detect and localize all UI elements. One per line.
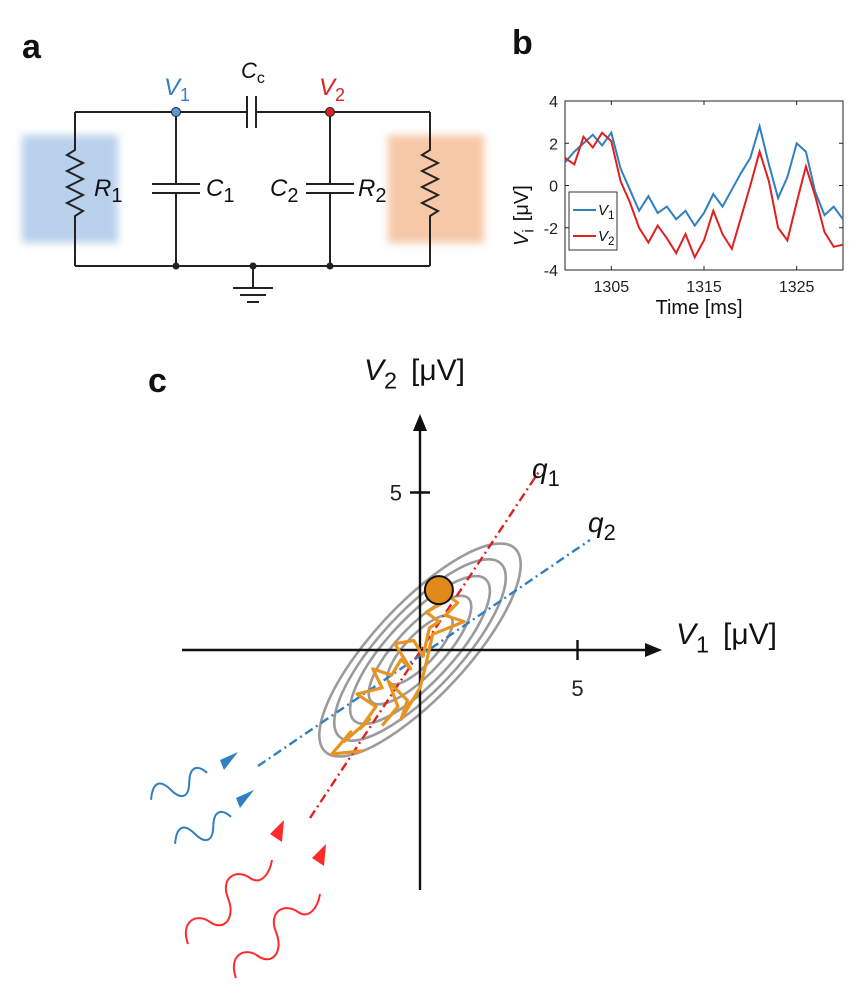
label-q2-sub: 2 xyxy=(604,520,616,545)
wavy-arrow-blue-1 xyxy=(150,766,208,800)
v2-tick-label: 5 xyxy=(390,481,402,506)
label-q1: q1 xyxy=(532,453,560,491)
series-line-V1 xyxy=(564,122,844,228)
y-tick-label: -4 xyxy=(544,263,558,280)
y-axis-label-sub: i xyxy=(521,229,538,232)
ground-symbol xyxy=(233,266,273,303)
arrowhead-blue-2 xyxy=(236,790,254,808)
label-v2: V2 xyxy=(319,74,345,105)
v1-axis-label-sub: 1 xyxy=(696,631,709,657)
y-tick-label: 0 xyxy=(549,179,558,196)
v1-axis-label-base: V xyxy=(676,618,699,651)
state-trajectory xyxy=(330,585,466,756)
y-axis-label: Vi [μV] xyxy=(511,185,538,246)
bath-orange xyxy=(388,135,484,243)
y-axis-label-base: V xyxy=(511,231,533,246)
wire-r2 xyxy=(419,112,441,266)
label-r1: R1 xyxy=(94,175,122,207)
v2-axis-label-unit: [μV] xyxy=(411,354,465,387)
capacitor-c2 xyxy=(306,112,354,266)
label-c2: C2 xyxy=(270,175,298,207)
probability-contour xyxy=(348,574,492,726)
x-axis-label: Time [ms] xyxy=(655,297,742,319)
legend-label-V2: V2 xyxy=(598,228,615,248)
legend-label-V1: V1 xyxy=(598,202,615,222)
label-q1-base: q xyxy=(532,453,548,484)
panel-label-a: a xyxy=(22,28,42,66)
wavy-arrow-blue-2 xyxy=(174,810,232,844)
legend-label-V1-sub: 1 xyxy=(608,209,615,222)
probability-contour xyxy=(318,542,522,758)
panel-label-c: c xyxy=(148,362,167,400)
label-v1: V1 xyxy=(164,74,190,105)
label-c1: C1 xyxy=(206,175,234,207)
wire-r1 xyxy=(64,112,86,266)
y-axis-label-group: Vi [μV] xyxy=(511,185,538,246)
arrowhead-red-1 xyxy=(270,820,284,842)
label-q2: q2 xyxy=(588,507,616,545)
label-q2-base: q xyxy=(588,507,604,538)
x-tick-label: 1325 xyxy=(779,279,815,296)
legend-box xyxy=(568,191,618,251)
probability-contour xyxy=(367,594,473,706)
y-axis-label-unit: [μV] xyxy=(511,185,533,221)
v1-tick-label: 5 xyxy=(571,676,583,701)
wavy-arrow-red-2 xyxy=(233,893,321,979)
node-dot-bottom-right xyxy=(326,262,334,270)
node-dot-bottom-mid xyxy=(249,262,257,270)
y-tick-label: 2 xyxy=(549,136,558,153)
probability-contour xyxy=(332,558,508,742)
v1-axis-label-unit: [μV] xyxy=(723,618,777,651)
v2-axis-label: V2 [μV] xyxy=(364,354,465,393)
current-state-marker xyxy=(423,575,454,606)
node-v1 xyxy=(171,107,181,117)
v1-axis-arrowhead xyxy=(645,643,662,657)
node-dot-bottom-left xyxy=(172,262,180,270)
node-v2 xyxy=(325,107,335,117)
capacitor-c1 xyxy=(152,112,200,266)
legend-label-V2-sub: 2 xyxy=(608,235,615,248)
panel-label-b: b xyxy=(512,24,533,62)
wavy-arrow-red-1 xyxy=(185,859,273,945)
legend-label-V1-base: V xyxy=(598,202,610,219)
capacitor-cc xyxy=(246,96,257,128)
label-q1-sub: 1 xyxy=(548,466,560,491)
v2-axis-arrowhead xyxy=(413,414,427,431)
legend-label-V2-base: V xyxy=(598,228,610,245)
x-tick-label: 1315 xyxy=(686,279,722,296)
label-cc: Cc xyxy=(241,58,265,87)
v1-axis-label: V1 [μV] xyxy=(676,618,777,657)
label-r2: R2 xyxy=(358,175,386,207)
arrowhead-blue-1 xyxy=(220,752,238,770)
y-tick-label: 4 xyxy=(549,94,558,111)
series-line-V2 xyxy=(564,131,844,260)
panel-a: a V1 V2 Cc R1 R2 C1 C2 xyxy=(22,28,484,303)
y-tick-label: -2 xyxy=(544,221,558,238)
v2-axis-label-sub: 2 xyxy=(384,367,397,393)
mode-line-q1 xyxy=(308,469,542,819)
arrowhead-red-2 xyxy=(312,844,326,866)
v2-axis-label-base: V xyxy=(364,354,387,387)
x-tick-label: 1305 xyxy=(594,279,630,296)
